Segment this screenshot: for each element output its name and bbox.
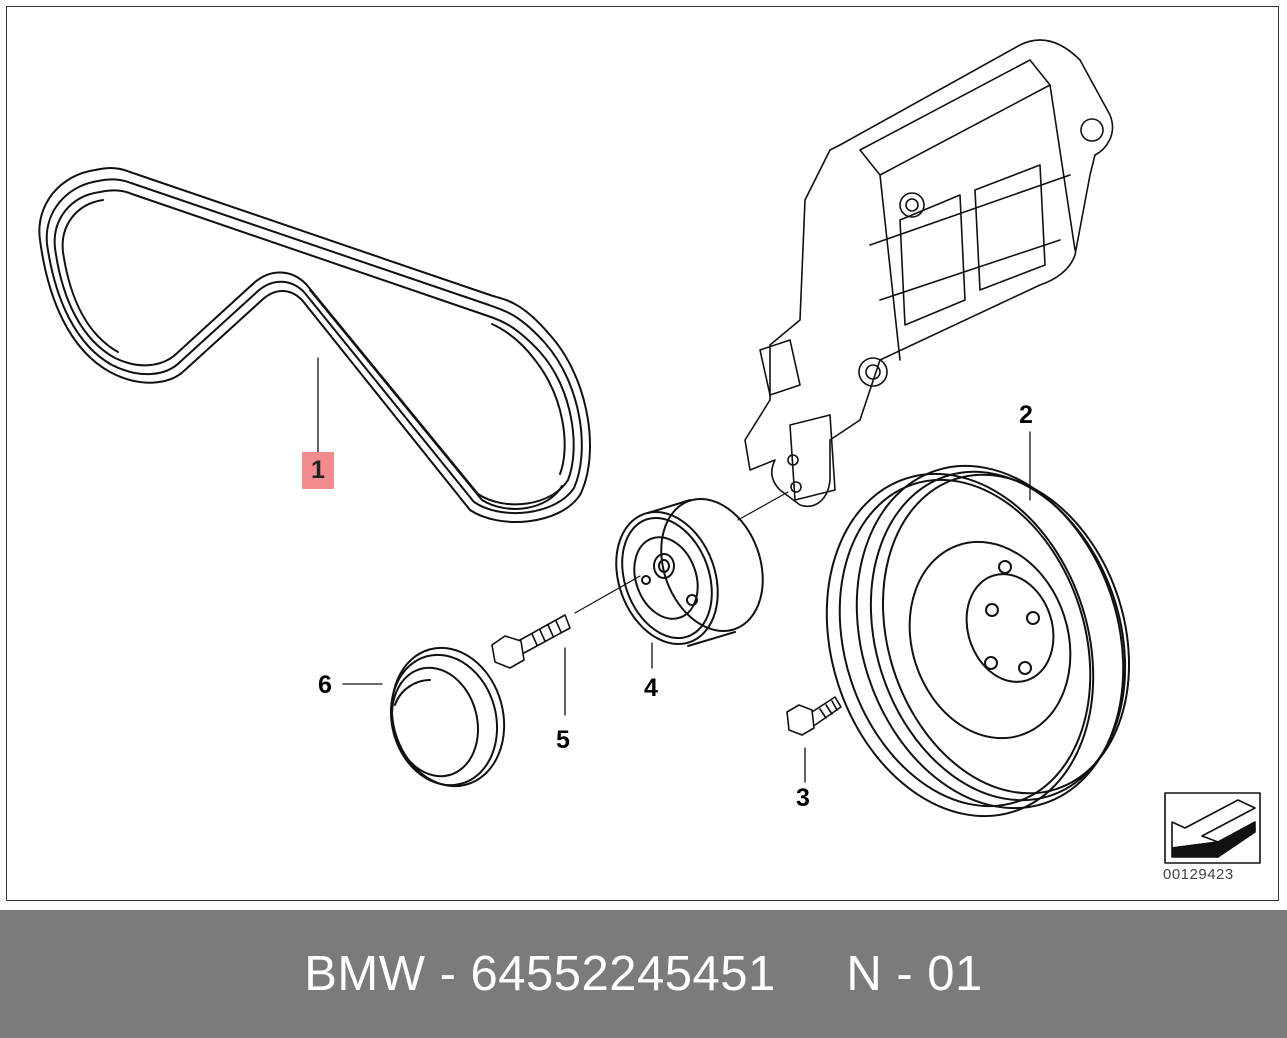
tension-roller-part[interactable] <box>599 485 781 659</box>
callout-3[interactable]: 3 <box>796 784 810 812</box>
callout-6[interactable]: 6 <box>318 671 332 699</box>
hex-bolt-part-3[interactable] <box>786 696 842 736</box>
callout-5[interactable]: 5 <box>556 726 570 754</box>
callout-4[interactable]: 4 <box>644 674 658 702</box>
part-number-label: BMW - 64552245451 N - 01 <box>304 947 983 1001</box>
callout-1[interactable]: 1 <box>302 452 334 489</box>
footer-bar: BMW - 64552245451 N - 01 <box>0 910 1287 1038</box>
parts-diagram <box>38 39 1261 864</box>
belt-pulley-part[interactable] <box>784 431 1168 851</box>
parts-diagram-frame <box>6 6 1279 901</box>
mounting-bracket <box>744 39 1114 507</box>
cover-cap-part[interactable] <box>377 635 520 799</box>
catalog-number: 00129423 <box>1163 866 1234 883</box>
callout-2[interactable]: 2 <box>1019 401 1033 429</box>
v-belt-part[interactable] <box>38 167 591 523</box>
hex-bolt-part-5[interactable] <box>491 614 571 669</box>
direction-arrow-icon <box>1164 792 1261 864</box>
